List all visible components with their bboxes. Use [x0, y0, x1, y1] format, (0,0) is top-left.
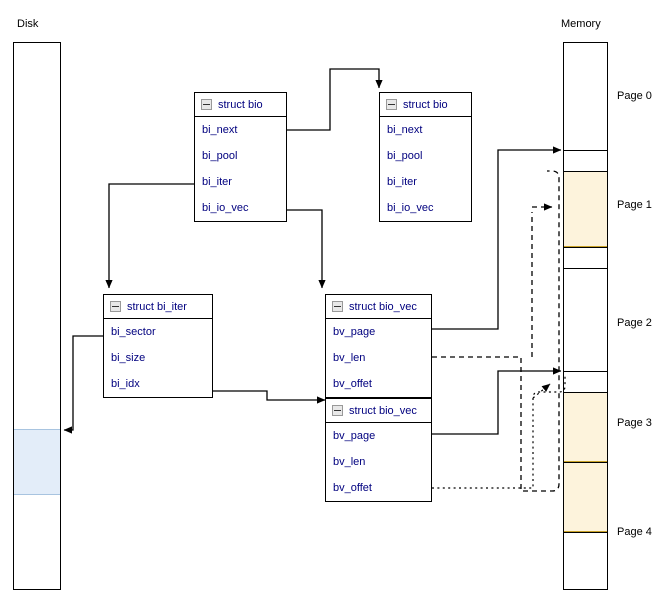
collapse-minus-icon[interactable] — [201, 99, 212, 110]
link-bi-idx-to-biovec2 — [212, 390, 326, 404]
field-bv-len[interactable]: bv_len — [333, 352, 366, 364]
struct-title: struct bio — [218, 98, 263, 111]
field-bi-io-vec[interactable]: bi_io_vec — [387, 202, 434, 214]
memory-page-label: Page 3 — [617, 417, 652, 429]
struct-header[interactable]: struct bio — [195, 93, 286, 117]
struct-box-bio-vec-1[interactable]: struct bio_vec bv_page bv_len bv_offet — [325, 294, 432, 398]
disk-bar — [13, 42, 61, 590]
struct-header[interactable]: struct bio_vec — [326, 295, 431, 319]
memory-divider — [563, 247, 608, 248]
collapse-minus-icon[interactable] — [386, 99, 397, 110]
struct-header[interactable]: struct bio_vec — [326, 399, 431, 423]
field-bi-size[interactable]: bi_size — [111, 352, 146, 364]
collapse-minus-icon[interactable] — [332, 405, 343, 416]
struct-fields: bi_next bi_pool bi_iter bi_io_vec — [195, 117, 286, 221]
memory-page-label: Page 0 — [617, 90, 652, 102]
struct-box-bio-vec-2[interactable]: struct bio_vec bv_page bv_len bv_offet — [325, 398, 432, 502]
memory-divider — [563, 371, 608, 372]
field-bi-pool[interactable]: bi_pool — [202, 150, 238, 162]
struct-title: struct bio — [403, 98, 448, 111]
link-bi-io-vec — [287, 209, 326, 289]
field-bi-pool[interactable]: bi_pool — [387, 150, 423, 162]
memory-divider — [563, 392, 608, 393]
struct-title: struct bio_vec — [349, 300, 417, 313]
struct-title: struct bio_vec — [349, 404, 417, 417]
struct-fields: bv_page bv_len bv_offet — [326, 319, 431, 397]
struct-header[interactable]: struct bio — [380, 93, 471, 117]
memory-divider — [563, 532, 608, 533]
memory-divider — [563, 171, 608, 172]
field-bv-len[interactable]: bv_len — [333, 456, 366, 468]
memory-page-label: Page 2 — [617, 317, 652, 329]
field-bi-sector[interactable]: bi_sector — [111, 326, 156, 338]
link-bi-iter — [105, 183, 194, 289]
struct-box-bio-2[interactable]: struct bio bi_next bi_pool bi_iter bi_io… — [379, 92, 472, 222]
field-bi-next[interactable]: bi_next — [387, 124, 423, 136]
memory-highlight-band — [564, 392, 607, 462]
struct-fields: bv_page bv_len bv_offet — [326, 423, 431, 501]
field-bi-iter[interactable]: bi_iter — [387, 176, 417, 188]
collapse-minus-icon[interactable] — [332, 301, 343, 312]
memory-page-label: Page 4 — [617, 526, 652, 538]
struct-fields: bi_sector bi_size bi_idx — [104, 319, 212, 397]
struct-title: struct bi_iter — [127, 300, 187, 313]
link-bv-offet-2-arrow — [532, 383, 551, 399]
field-bi-next[interactable]: bi_next — [202, 124, 238, 136]
link-bv-page-2-to-memory — [432, 367, 562, 435]
struct-header[interactable]: struct bi_iter — [104, 295, 212, 319]
field-bv-offet[interactable]: bv_offet — [333, 378, 372, 390]
field-bi-idx[interactable]: bi_idx — [111, 378, 140, 390]
field-bi-io-vec[interactable]: bi_io_vec — [202, 202, 249, 214]
link-bi-sector-to-disk — [63, 335, 103, 434]
memory-highlight-band — [564, 171, 607, 247]
field-bv-page[interactable]: bv_page — [333, 326, 376, 338]
memory-divider — [563, 150, 608, 151]
memory-divider — [563, 462, 608, 463]
memory-page-label: Page 1 — [617, 199, 652, 211]
struct-box-bio-1[interactable]: struct bio bi_next bi_pool bi_iter bi_io… — [194, 92, 287, 222]
field-bv-page[interactable]: bv_page — [333, 430, 376, 442]
struct-box-bi-iter[interactable]: struct bi_iter bi_sector bi_size bi_idx — [103, 294, 213, 398]
disk-highlight-segment — [14, 429, 60, 495]
memory-label: Memory — [561, 18, 601, 30]
link-bv-offet-2-span — [432, 375, 566, 489]
link-bi-next — [287, 68, 383, 131]
memory-divider — [563, 268, 608, 269]
struct-fields: bi_next bi_pool bi_iter bi_io_vec — [380, 117, 471, 221]
field-bi-iter[interactable]: bi_iter — [202, 176, 232, 188]
collapse-minus-icon[interactable] — [110, 301, 121, 312]
memory-highlight-band — [564, 462, 607, 532]
disk-label: Disk — [17, 18, 39, 30]
field-bv-offet[interactable]: bv_offet — [333, 482, 372, 494]
